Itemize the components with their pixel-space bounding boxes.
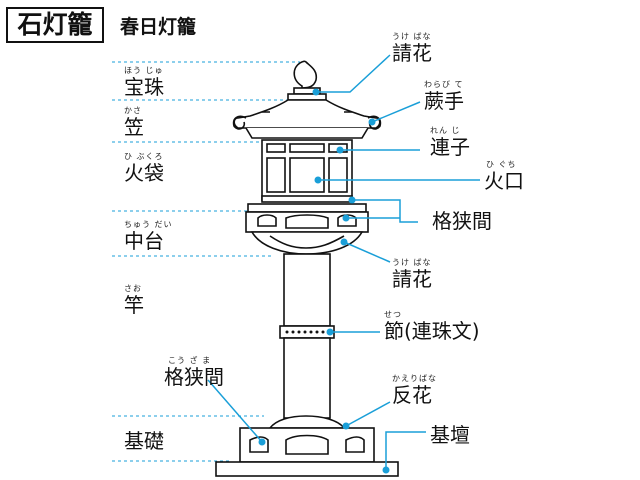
label-houju: 宝珠 <box>124 75 164 99</box>
ruby-setsu: せつ <box>384 310 402 319</box>
title-box: 石灯籠 <box>6 7 104 43</box>
warabite-left <box>232 115 247 130</box>
label-kozama-left: 格狭間 <box>164 365 224 389</box>
label-ukebana-top: 請花 <box>392 41 432 65</box>
ruby-hikuchi: ひ ぐち <box>486 160 517 169</box>
label-chudai: 中台 <box>124 229 164 253</box>
label-kasa: 笠 <box>124 115 144 139</box>
leader-lines <box>207 54 480 470</box>
ruby-houju: ほう じゅ <box>124 66 164 75</box>
chudai-top <box>247 203 367 213</box>
sao-lower <box>283 337 331 419</box>
ruby-hibukuro: ひ ぶくろ <box>124 152 164 161</box>
label-setsu: 節(連珠文) <box>384 319 480 343</box>
kiso <box>239 427 375 463</box>
ruby-chudai: ちゅう だい <box>124 220 173 229</box>
leader-dots <box>258 88 390 474</box>
ruby-kozama-left: こう ざ ま <box>168 356 212 365</box>
warabite-right <box>367 115 382 130</box>
label-sao: 竿 <box>124 293 144 317</box>
ruby-renji: れん じ <box>430 126 461 135</box>
label-ukebana-lower: 請花 <box>392 267 432 291</box>
hikuchi <box>289 157 325 193</box>
label-renji: 連子 <box>430 135 470 159</box>
ruby-warabite: わらび て <box>424 80 464 89</box>
label-kidan: 基壇 <box>430 423 470 447</box>
lantern-outline <box>215 60 399 477</box>
ruby-sao: さお <box>124 284 142 293</box>
label-hibukuro: 火袋 <box>124 161 164 185</box>
label-kiso: 基礎 <box>124 429 164 453</box>
kidan <box>215 461 399 477</box>
roof <box>233 99 381 129</box>
label-hikuchi: 火口 <box>484 169 524 193</box>
kaeribana <box>268 415 346 429</box>
ruby-kaeribana: かえりばな <box>392 374 437 383</box>
subtitle: 春日灯籠 <box>120 16 197 38</box>
ruby-ukebana-lower: うけ ばな <box>392 258 432 267</box>
ruby-kasa: かさ <box>124 106 142 115</box>
label-kozama-right: 格狭間 <box>432 209 492 233</box>
ruby-ukebana-top: うけ ばな <box>392 32 432 41</box>
label-warabite: 蕨手 <box>424 89 464 113</box>
houju <box>293 60 318 89</box>
sao-upper <box>283 253 331 327</box>
label-kaeribana: 反花 <box>392 383 432 407</box>
